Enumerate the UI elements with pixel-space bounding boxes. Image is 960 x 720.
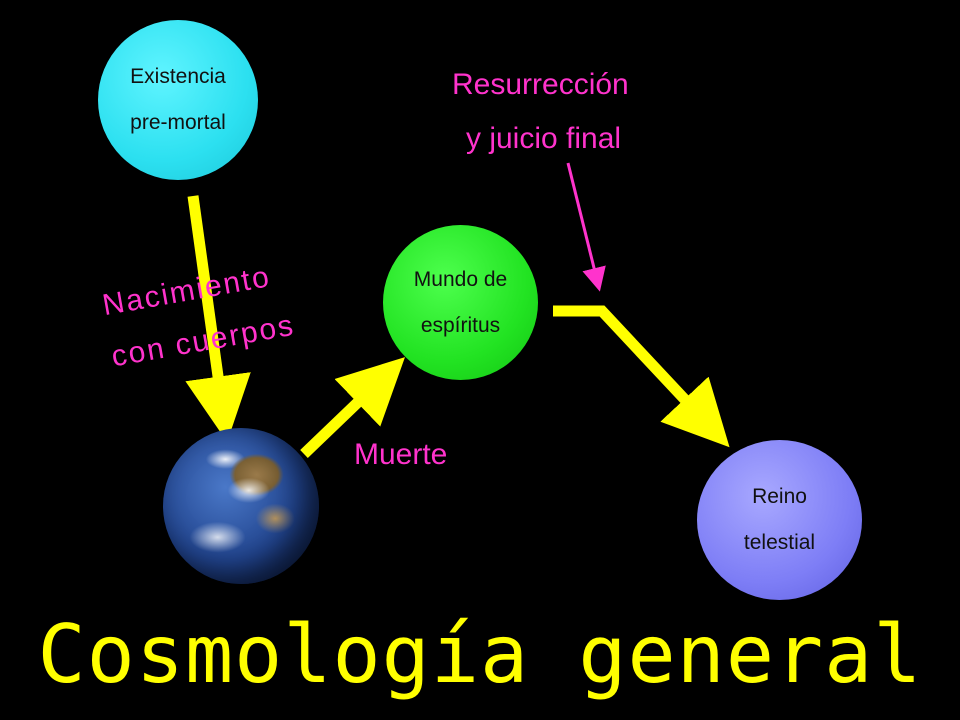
pre-mortal-label-line2: pre-mortal [130,111,226,134]
birth-arrow [185,195,251,443]
judgment-pointer-arrow [566,162,606,292]
resurrection-arrow [553,305,730,448]
pre-mortal-existence-node: Existencia pre-mortal [98,20,258,180]
page-title: Cosmología general [37,608,923,701]
resurrection-label-line1: Resurrección [452,68,629,101]
death-label: Muerte [354,438,448,471]
telestial-kingdom-node: Reino telestial [697,440,862,600]
earth-globe-image [163,428,319,584]
pre-mortal-label-line1: Existencia [130,65,226,88]
resurrection-label-line2: y juicio final [466,122,622,155]
kingdom-label-line2: telestial [743,531,816,554]
kingdom-label-line1: Reino [752,485,807,508]
spirit-world-label-line1: Mundo de [413,267,508,291]
death-arrow [300,357,405,458]
spirit-world-node: Mundo de espíritus [383,225,538,380]
spirit-world-label-line2: espíritus [420,313,501,337]
